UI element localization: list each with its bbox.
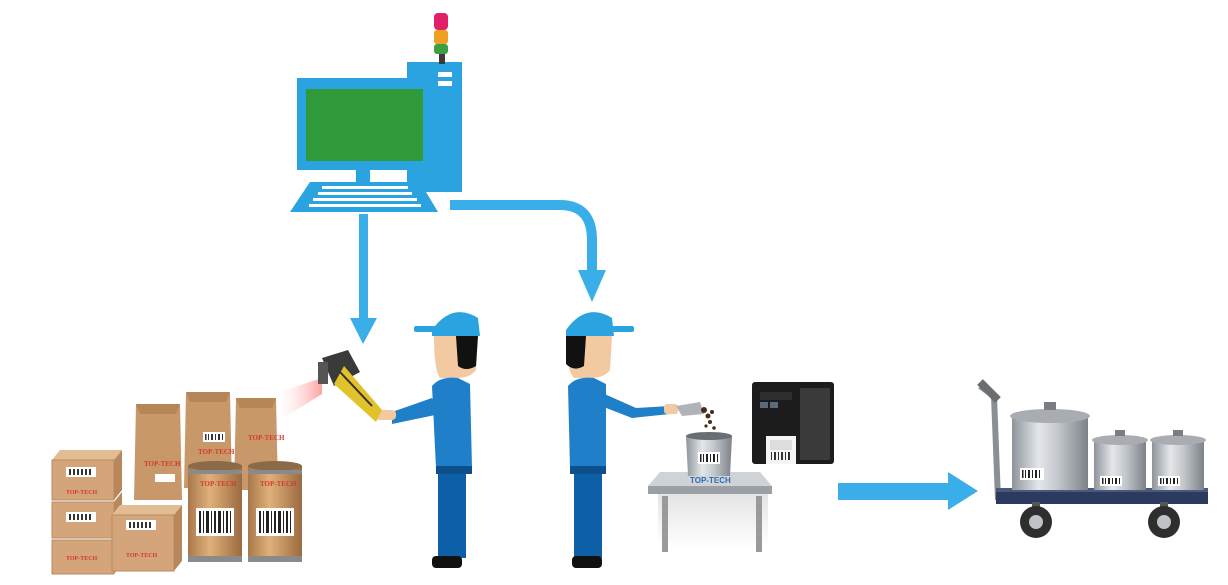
tower-light-red [434, 13, 448, 30]
tower-light-amber [434, 30, 448, 44]
trolley-wheel [1148, 502, 1180, 538]
drive-slot [438, 72, 452, 77]
trolley-wheel [1020, 502, 1052, 538]
weighing-scale-icon: TOP-TECH [648, 432, 772, 552]
drive-slot [438, 81, 452, 86]
fiber-drums-icon: TOP-TECH TOP-TECH [188, 461, 302, 562]
stainless-container [1010, 402, 1090, 490]
stainless-container [1150, 430, 1206, 490]
arrow-icon [450, 200, 606, 302]
worker-weighing-icon [566, 312, 716, 568]
drum-brand-label: TOP-TECH [260, 480, 297, 488]
tower-light-green [434, 44, 448, 54]
desktop-computer-icon [290, 62, 462, 212]
scanner-beam [280, 378, 322, 420]
trolley-with-containers-icon [977, 379, 1208, 538]
barcode-scanner-icon [318, 350, 382, 422]
box-brand-label: TOP-TECH [66, 556, 98, 562]
bag-brand-label: TOP-TECH [144, 460, 181, 468]
signal-tower-light-icon [434, 13, 448, 64]
stainless-container [1092, 430, 1148, 490]
drum-brand-label: TOP-TECH [200, 480, 237, 488]
scale-brand-label: TOP-TECH [690, 476, 731, 485]
monitor-screen [306, 89, 423, 161]
bag-brand-label: TOP-TECH [198, 448, 235, 456]
arrow-icon [350, 214, 377, 344]
arrow-icon [838, 472, 978, 510]
cardboard-boxes-icon: TOP-TECH TOP-TECH TOP-TECH [51, 450, 182, 575]
keyboard-keys [309, 186, 421, 207]
box-brand-label: TOP-TECH [66, 490, 98, 496]
bag-brand-label: TOP-TECH [248, 434, 285, 442]
worker-scanner-icon [376, 312, 480, 568]
monitor-neck [356, 170, 370, 182]
label-printer-icon [752, 382, 834, 464]
box-brand-label: TOP-TECH [126, 553, 158, 559]
